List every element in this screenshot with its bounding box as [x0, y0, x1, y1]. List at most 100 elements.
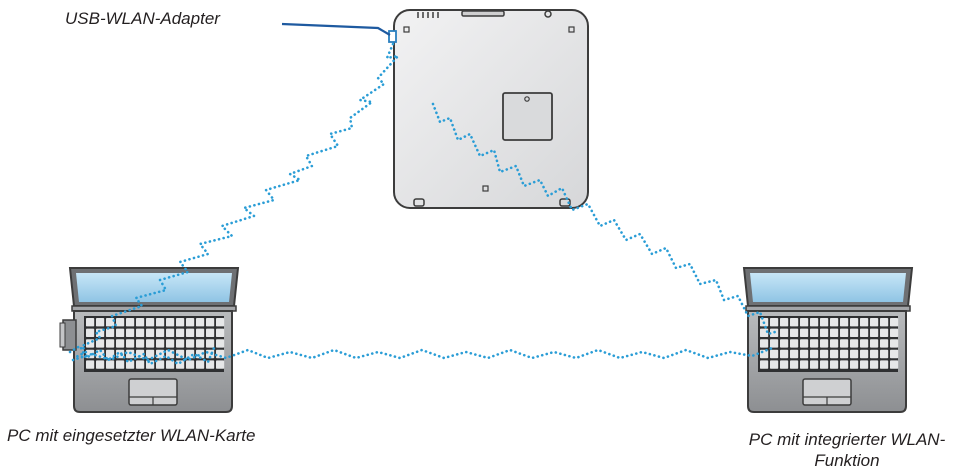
keyboard-key: [176, 360, 185, 369]
laptop-left-screen: [76, 273, 232, 302]
keyboard-key: [216, 328, 225, 337]
keyboard-key: [830, 349, 839, 359]
wireless-link-adapter-to-left-pc: [72, 42, 400, 360]
laptop-right-screen: [750, 273, 906, 302]
keyboard-key: [116, 318, 125, 327]
pc-right-label-line1: PC mit integrierter WLAN-: [748, 430, 946, 449]
keyboard-key: [820, 349, 829, 359]
keyboard-key: [780, 349, 789, 359]
keyboard-key: [880, 328, 889, 337]
keyboard-key: [86, 360, 95, 369]
usb-wlan-adapter: [388, 30, 397, 43]
keyboard-key: [166, 360, 175, 369]
projector-top-slot: [461, 10, 505, 17]
keyboard-key: [206, 318, 215, 327]
keyboard-key: [770, 349, 779, 359]
keyboard-key: [146, 328, 155, 337]
keyboard-key: [870, 318, 879, 327]
keyboard-key: [890, 318, 899, 327]
keyboard-key: [780, 318, 789, 327]
keyboard-key: [840, 339, 849, 348]
keyboard-key: [146, 360, 155, 369]
laptop-left-keys: [86, 318, 225, 369]
keyboard-key: [216, 360, 225, 369]
keyboard-key: [780, 328, 789, 337]
keyboard-key: [840, 328, 849, 337]
pc-right-label: PC mit integrierter WLAN- Funktion: [722, 429, 972, 471]
keyboard-key: [790, 328, 799, 337]
keyboard-key: [126, 360, 135, 369]
keyboard-key: [870, 339, 879, 348]
projector-top-dot: [544, 10, 552, 18]
keyboard-key: [96, 318, 105, 327]
keyboard-key: [146, 318, 155, 327]
keyboard-key: [880, 360, 889, 369]
keyboard-key: [840, 318, 849, 327]
keyboard-key: [196, 328, 205, 337]
keyboard-key: [86, 318, 95, 327]
keyboard-key: [176, 339, 185, 348]
keyboard-key: [830, 318, 839, 327]
keyboard-key: [790, 318, 799, 327]
keyboard-key: [790, 360, 799, 369]
keyboard-key: [186, 328, 195, 337]
keyboard-key: [156, 328, 165, 337]
keyboard-key: [850, 318, 859, 327]
keyboard-key: [880, 349, 889, 359]
keyboard-key: [810, 328, 819, 337]
keyboard-key: [156, 339, 165, 348]
keyboard-key: [136, 339, 145, 348]
keyboard-key: [156, 360, 165, 369]
keyboard-key: [820, 328, 829, 337]
keyboard-key: [840, 349, 849, 359]
keyboard-key: [850, 349, 859, 359]
keyboard-key: [106, 328, 115, 337]
keyboard-key: [800, 339, 809, 348]
keyboard-key: [126, 328, 135, 337]
keyboard-key: [146, 339, 155, 348]
keyboard-key: [146, 349, 155, 359]
keyboard-key: [176, 328, 185, 337]
keyboard-key: [96, 339, 105, 348]
wireless-link-projector-to-right-pc: [431, 102, 777, 336]
pc-left-label: PC mit eingesetzter WLAN-Karte: [7, 426, 256, 445]
keyboard-key: [800, 360, 809, 369]
keyboard-key: [810, 318, 819, 327]
keyboard-key: [116, 360, 125, 369]
keyboard-key: [166, 339, 175, 348]
keyboard-key: [810, 339, 819, 348]
keyboard-key: [216, 349, 225, 359]
keyboard-key: [850, 360, 859, 369]
keyboard-key: [860, 318, 869, 327]
keyboard-key: [780, 339, 789, 348]
keyboard-key: [106, 318, 115, 327]
wireless-links: [71, 42, 777, 362]
keyboard-key: [860, 360, 869, 369]
keyboard-key: [790, 339, 799, 348]
keyboard-key: [106, 339, 115, 348]
keyboard-key: [840, 360, 849, 369]
keyboard-key: [820, 318, 829, 327]
keyboard-key: [770, 360, 779, 369]
keyboard-key: [810, 349, 819, 359]
keyboard-key: [860, 328, 869, 337]
projector: [388, 9, 589, 209]
keyboard-key: [800, 318, 809, 327]
usb-adapter-leader-line: [281, 22, 391, 36]
keyboard-key: [890, 339, 899, 348]
keyboard-key: [830, 339, 839, 348]
keyboard-key: [800, 328, 809, 337]
keyboard-key: [176, 318, 185, 327]
keyboard-key: [870, 360, 879, 369]
keyboard-key: [186, 318, 195, 327]
keyboard-key: [166, 349, 175, 359]
keyboard-key: [136, 360, 145, 369]
keyboard-key: [206, 328, 215, 337]
laptop-right-keys: [760, 318, 899, 369]
keyboard-key: [96, 360, 105, 369]
keyboard-key: [186, 360, 195, 369]
keyboard-key: [850, 339, 859, 348]
wireless-link-left-pc-to-right-pc: [71, 346, 774, 362]
keyboard-key: [166, 318, 175, 327]
